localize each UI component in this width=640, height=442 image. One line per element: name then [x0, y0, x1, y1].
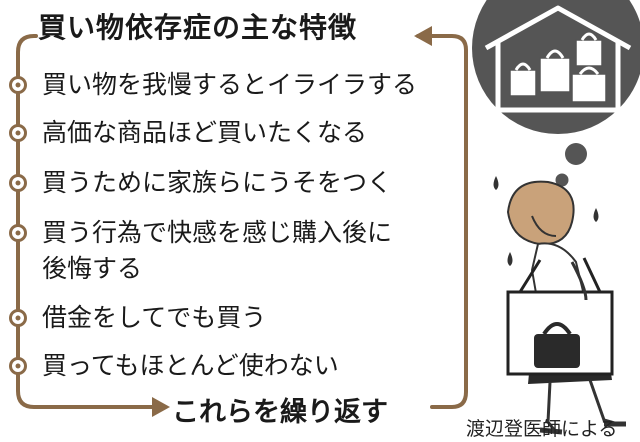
arrow-right-icon [152, 397, 170, 417]
woman-with-shopping-bag-icon [493, 176, 626, 435]
bullet-circle-icon [9, 76, 27, 94]
bullet-circle-icon [9, 309, 27, 327]
bullet-circle-icon [9, 224, 27, 242]
cycle-caption: これらを繰り返す [172, 397, 388, 428]
bullet-circle-icon [9, 124, 27, 142]
list-item: 買う行為で快感を感じ購入後に [42, 218, 393, 247]
list-item: 買い物を我慢するとイライラする [42, 70, 418, 99]
bullet-circle-icon [9, 174, 27, 192]
list-item-continued: 後悔する [42, 254, 143, 283]
list-item: 借金をしてでも買う [42, 303, 267, 332]
bullet-list-icons [9, 76, 27, 375]
arrow-left-icon [414, 26, 432, 46]
list-item: 高価な商品ほど買いたくなる [42, 118, 368, 147]
page-title: 買い物依存症の主な特徴 [38, 11, 358, 44]
source-credit: 渡辺登医師による [466, 418, 618, 440]
list-item: 買ってもほとんど使わない [42, 351, 339, 380]
cycle-arrow-icon [16, 34, 468, 409]
house-with-bags-icon [472, 0, 640, 187]
list-item: 買うために家族らにうそをつく [42, 168, 393, 197]
bullet-circle-icon [9, 357, 27, 375]
